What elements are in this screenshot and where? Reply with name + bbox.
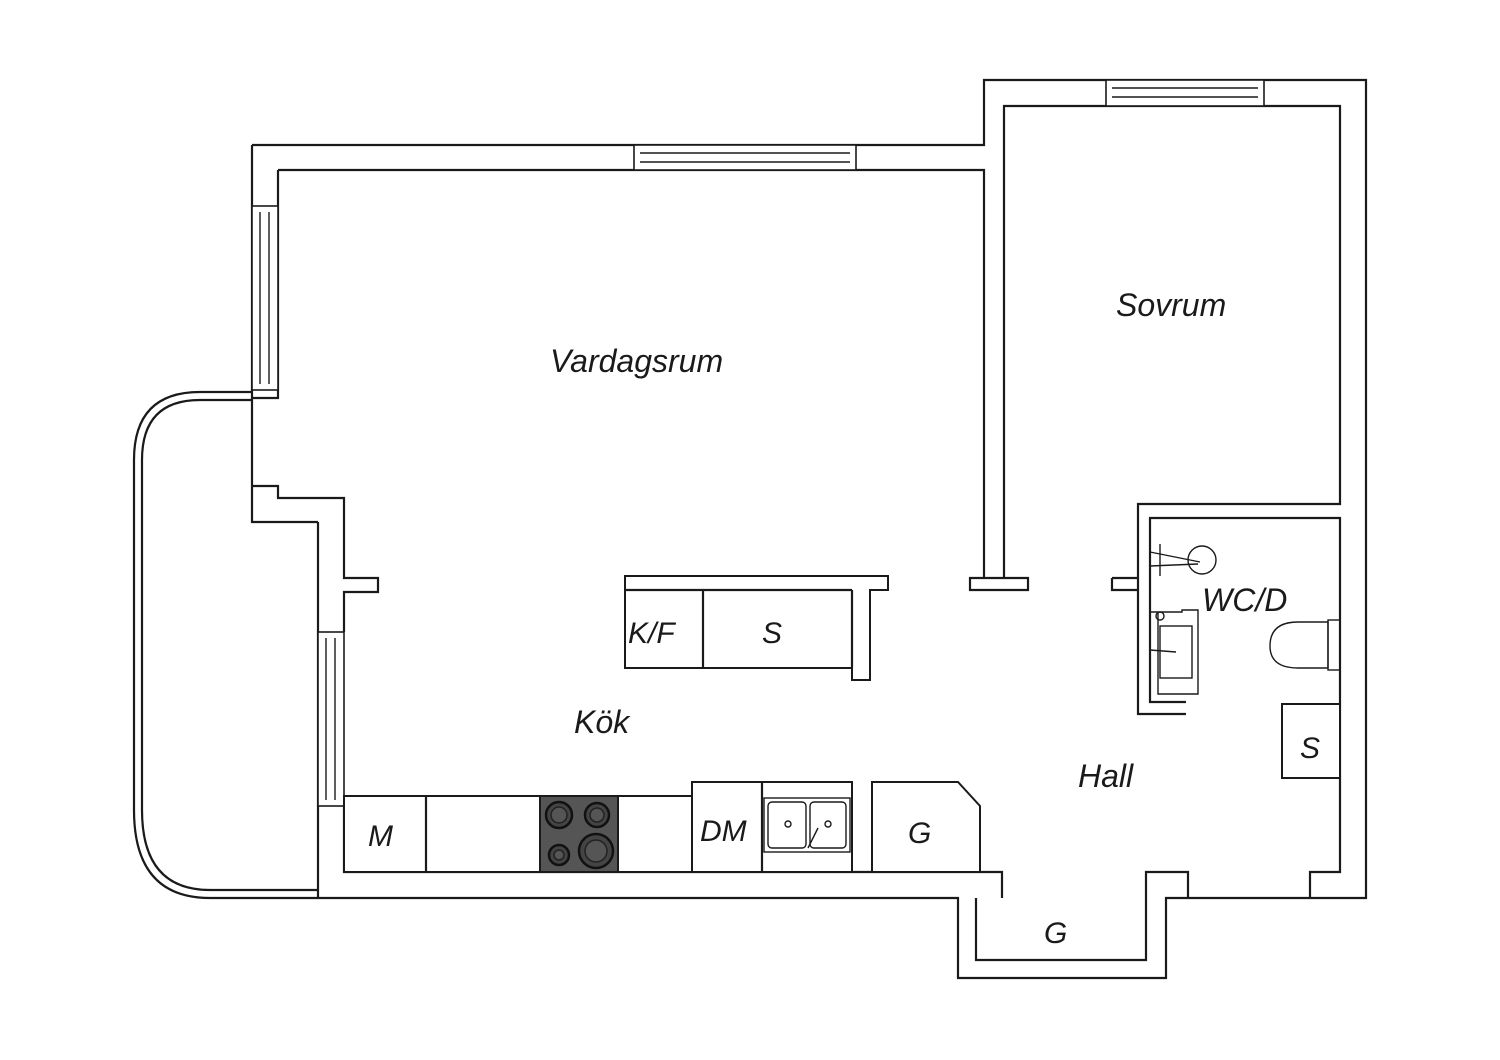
room-label-hall: Hall <box>1078 758 1134 794</box>
sink-icon <box>1149 609 1199 695</box>
labels: Vardagsrum Sovrum Kök Hall WC/D K/F S M … <box>368 287 1320 950</box>
kitchen-island <box>624 575 889 681</box>
fixture-label-microwave: M <box>368 820 393 853</box>
room-label-kitchen: Kök <box>574 704 631 740</box>
windows <box>251 79 1265 807</box>
fixture-label-island-storage: S <box>762 617 782 650</box>
shower-icon <box>1149 544 1217 576</box>
fixture-label-dishwasher: DM <box>700 815 747 848</box>
balcony <box>132 390 318 900</box>
fixture-label-kitchen-wardrobe: G <box>908 817 931 850</box>
hall-storage <box>1281 703 1341 779</box>
toilet-icon <box>1269 619 1341 671</box>
room-label-wc: WC/D <box>1202 582 1287 618</box>
sink-icon <box>763 797 851 853</box>
kitchen-counter <box>343 781 981 873</box>
room-label-living: Vardagsrum <box>550 343 723 379</box>
room-label-bedroom: Sovrum <box>1116 287 1226 323</box>
fixture-label-alcove-wardrobe: G <box>1044 917 1067 950</box>
fixture-label-hall-storage: S <box>1300 732 1320 765</box>
fixture-label-fridge-freezer: K/F <box>628 617 676 650</box>
stove-icon <box>539 795 619 873</box>
bathroom <box>1149 544 1341 695</box>
